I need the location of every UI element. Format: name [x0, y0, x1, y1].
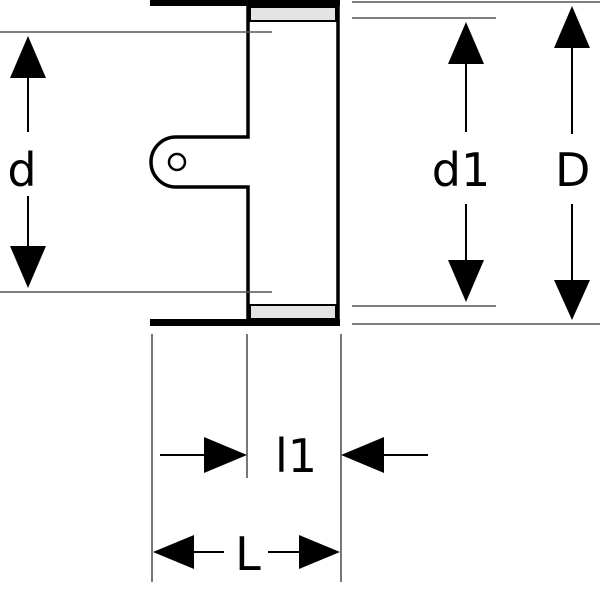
dimension-d: d [7, 36, 46, 288]
dimension-label-d: d [7, 143, 36, 197]
dimension-d1: d1 [432, 22, 490, 302]
arrow-up-icon [554, 6, 590, 48]
arrow-left-icon [341, 437, 384, 473]
arrow-down-icon [554, 280, 590, 320]
arrow-down-icon [10, 246, 46, 288]
arrow-right-icon [204, 437, 247, 473]
pin-hole [167, 152, 187, 172]
arrow-left-icon [153, 535, 194, 569]
fitting-outline [149, 6, 250, 320]
dimension-D: D [554, 6, 590, 320]
dimension-L: L [153, 527, 340, 581]
dimension-label-l1: l1 [275, 429, 317, 483]
arrow-down-icon [448, 260, 484, 302]
dimension-l1: l1 [160, 429, 428, 483]
extension-lines [0, 1, 600, 582]
top-flange-bar [150, 0, 340, 6]
dimension-label-D: D [555, 143, 590, 197]
bottom-sleeve [249, 304, 337, 320]
arrow-right-icon [299, 535, 340, 569]
fitting-body [149, 0, 340, 326]
top-sleeve [249, 6, 337, 22]
dimension-label-d1: d1 [432, 143, 490, 197]
bottom-flange-bar [150, 319, 340, 326]
dimension-label-L: L [235, 527, 261, 581]
arrow-up-icon [10, 36, 46, 78]
arrow-up-icon [448, 22, 484, 64]
